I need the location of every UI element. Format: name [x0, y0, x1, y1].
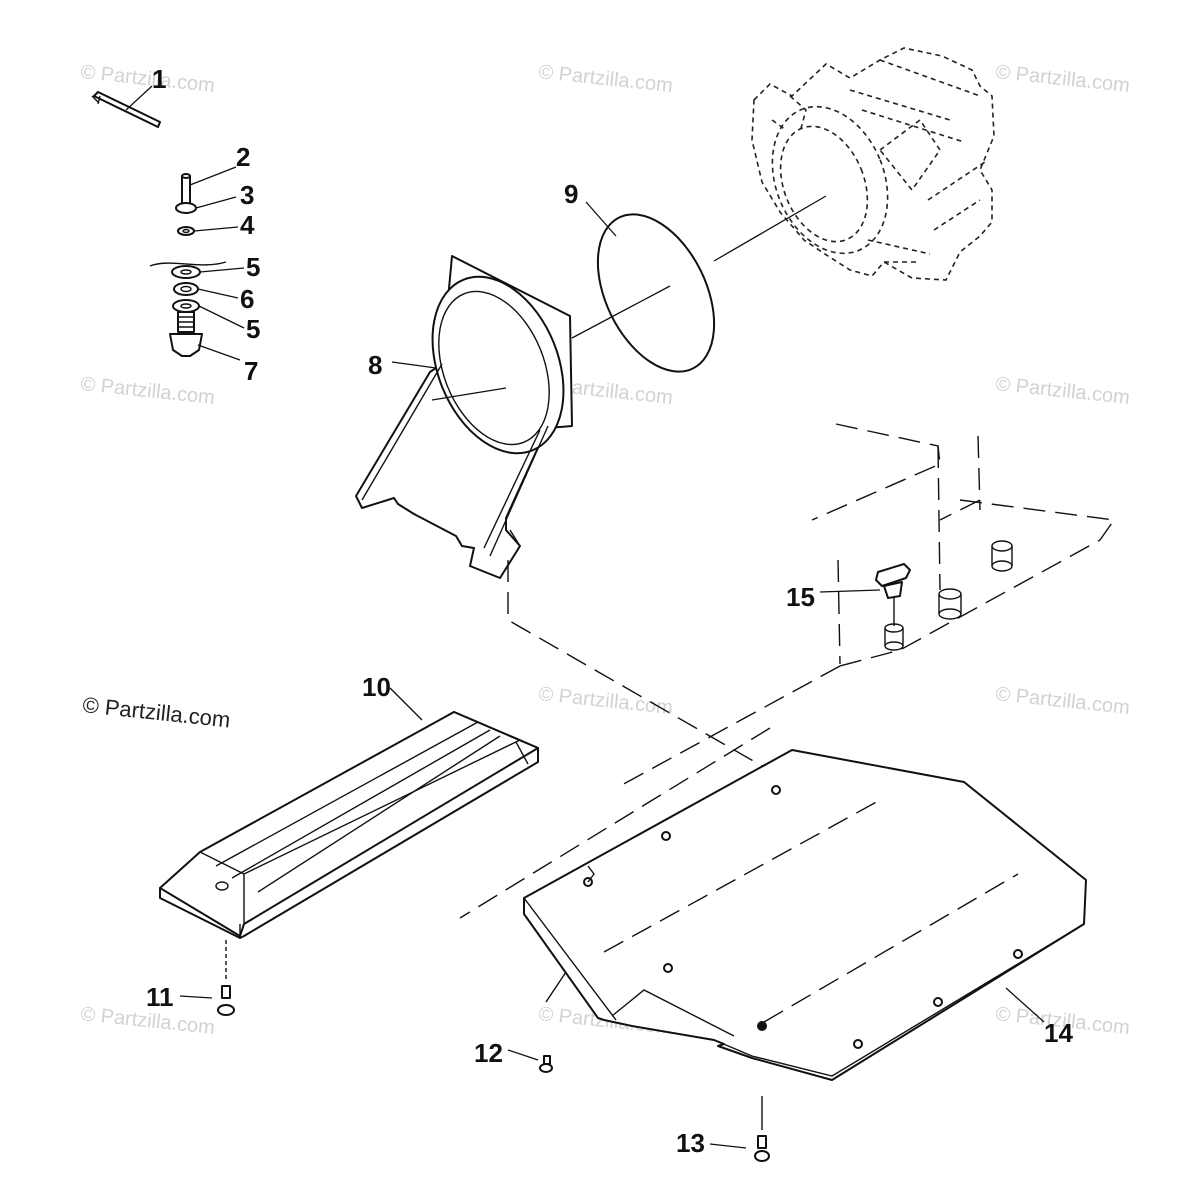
part-10-ride-pad: [159, 687, 539, 939]
part-13-screw: [709, 1096, 770, 1162]
jet-pump-housing: [713, 47, 995, 281]
callout-10: 10: [362, 672, 391, 702]
hull-boss-1: [991, 540, 1013, 572]
hull-floor-reference: [459, 423, 1116, 919]
callout-11: 11: [146, 982, 174, 1012]
callout-15: 15: [786, 582, 815, 612]
part-12-screw: [507, 971, 567, 1073]
callout-4: 4: [240, 210, 255, 240]
watermark-1: © Partzilla.com: [79, 61, 215, 97]
part-14-intake-plate: [523, 749, 1087, 1081]
callout-6: 6: [240, 284, 254, 314]
part-9-o-ring: [571, 201, 716, 373]
callout-3: 3: [240, 180, 254, 210]
callout-14: 14: [1044, 1018, 1073, 1048]
hull-boss-3: [884, 623, 904, 651]
part-2-7-stud-assembly: [149, 166, 245, 361]
part-8-shroud: [355, 255, 573, 579]
watermark-7: © Partzilla.com: [537, 683, 673, 719]
part-1-cable-tie: [91, 85, 161, 128]
watermark-2: © Partzilla.com: [537, 61, 673, 97]
watermark-6: © Partzilla.com: [994, 373, 1130, 409]
callout-5a: 5: [246, 252, 260, 282]
watermark-4: © Partzilla.com: [79, 373, 215, 409]
callout-1: 1: [152, 64, 166, 94]
callout-2: 2: [236, 142, 250, 172]
part-11-screw: [179, 940, 235, 1016]
watermark-8: © Partzilla.com: [994, 683, 1130, 719]
watermark-main: © Partzilla.com: [81, 692, 231, 732]
callout-labels: 1 2 3 4 5 6 5 7 8 9 10 11 12 13 14 15: [146, 64, 1073, 1158]
callout-8: 8: [368, 350, 382, 380]
watermark-3: © Partzilla.com: [994, 61, 1130, 97]
part-15-fastener: [819, 563, 911, 626]
callout-5b: 5: [246, 314, 260, 344]
callout-13: 13: [676, 1128, 705, 1158]
hull-boss-2: [938, 588, 962, 620]
callout-9: 9: [564, 179, 578, 209]
callout-7: 7: [244, 356, 258, 386]
callout-12: 12: [474, 1038, 503, 1068]
